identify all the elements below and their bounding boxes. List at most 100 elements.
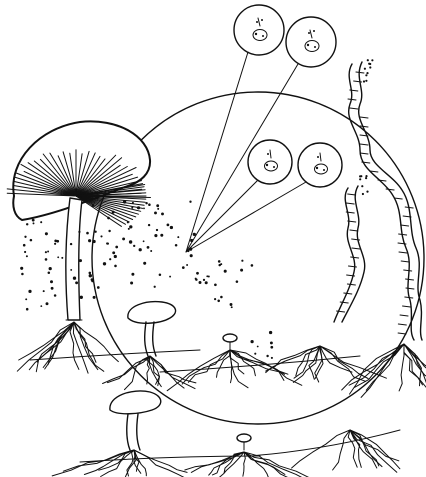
- spore-dot: [366, 191, 368, 193]
- spore-dot: [49, 267, 52, 270]
- hypha-cell-wall: [346, 203, 354, 204]
- hypha-cell-wall: [350, 230, 358, 231]
- spore-dot: [112, 251, 115, 254]
- spore-dot: [25, 298, 27, 300]
- hypha-cell-wall: [386, 189, 394, 190]
- spore-dot: [169, 276, 171, 278]
- spore-dot: [54, 243, 56, 245]
- spore-dot: [20, 267, 23, 270]
- hypha-cell-wall: [405, 207, 413, 208]
- spore-dot: [203, 279, 205, 281]
- spore-dot: [208, 276, 210, 278]
- mycelium-strand: [212, 452, 244, 475]
- spore-dot: [369, 63, 371, 65]
- spore-dot: [182, 266, 185, 269]
- spore-dot: [250, 340, 253, 343]
- tiny-button-1: [223, 334, 237, 350]
- spore-dot: [193, 233, 196, 236]
- spore-dot: [70, 243, 72, 245]
- spore-dot: [190, 239, 193, 242]
- mycelium-strand: [230, 350, 302, 385]
- hypha-cell-wall: [348, 99, 356, 100]
- spore-dot: [157, 208, 159, 210]
- spore-dot: [40, 305, 42, 307]
- spore-1: [234, 5, 284, 55]
- hypha-cell-wall: [399, 234, 407, 235]
- spore-dot: [240, 269, 243, 272]
- enlarged-spores: [234, 5, 342, 187]
- spore-dot: [51, 287, 54, 290]
- spore-dot: [109, 258, 111, 260]
- spore-dot: [129, 225, 132, 228]
- spore-dot: [220, 296, 223, 299]
- spore-dot: [127, 221, 129, 223]
- spore-dot: [32, 219, 35, 222]
- spore-dot: [359, 178, 361, 180]
- hypha-cell-wall: [398, 333, 406, 334]
- spore-dot: [86, 232, 89, 235]
- spore-dot: [205, 281, 208, 284]
- spore-dot: [254, 353, 256, 355]
- spore-dot: [115, 246, 118, 249]
- hypha-long: [349, 64, 414, 340]
- hypha-cell-wall: [401, 261, 409, 262]
- spore-dot: [80, 296, 83, 299]
- hypha-cell-wall: [400, 315, 408, 316]
- spore-dot: [103, 262, 106, 265]
- spore-dot: [45, 251, 47, 253]
- spore-dot: [131, 273, 134, 276]
- spore-dot: [43, 290, 45, 292]
- spore-dot: [365, 74, 367, 76]
- tiny-button-2: [237, 434, 251, 450]
- spore-dot: [361, 185, 363, 187]
- spore-dot: [159, 273, 162, 276]
- hypha-cell-wall: [348, 194, 356, 195]
- spore-dot: [269, 331, 272, 334]
- mycelium-strand: [350, 430, 399, 461]
- spore-dot: [108, 230, 110, 232]
- spore-3: [248, 140, 292, 184]
- spore-dot: [187, 250, 189, 252]
- mycelium-network: [17, 322, 426, 477]
- spore-dot: [143, 208, 145, 210]
- spore-dot: [78, 231, 80, 233]
- small-mushroom-2: [110, 391, 161, 450]
- spore-dot: [366, 72, 368, 74]
- spore-dot: [271, 357, 273, 359]
- spore-dot: [30, 239, 33, 242]
- spore-dot: [70, 269, 72, 271]
- spore-dot: [23, 244, 26, 247]
- spore-dot: [28, 290, 31, 293]
- spore-dot: [189, 201, 191, 203]
- spore-dot: [57, 256, 59, 258]
- spore-dot: [112, 211, 115, 214]
- spore-dot: [156, 229, 158, 231]
- spore-dot: [91, 280, 94, 283]
- spore-dot: [367, 59, 369, 61]
- mycelium-strand: [182, 350, 230, 384]
- spore-dot: [139, 248, 142, 251]
- spore-dot: [122, 237, 125, 240]
- mycelium-strand: [333, 430, 350, 470]
- spore-dot: [97, 286, 100, 289]
- spore-dot: [177, 236, 179, 238]
- spore-dot: [47, 251, 49, 253]
- spore-dot: [107, 217, 110, 220]
- spore-dot: [129, 240, 132, 243]
- hypha-cell-wall: [378, 180, 386, 181]
- spore-dot: [89, 272, 92, 275]
- spore-dot: [106, 242, 108, 244]
- spore-4: [298, 143, 342, 187]
- spore-dot: [92, 240, 95, 243]
- spore-dot: [217, 300, 220, 303]
- spore-dot: [147, 246, 150, 249]
- spore-dot: [137, 206, 140, 209]
- spore-dot: [24, 236, 26, 238]
- spore-2: [286, 17, 336, 67]
- spore-dot: [133, 245, 135, 247]
- spore-dot: [148, 224, 150, 226]
- soil-line: [250, 430, 400, 456]
- mycelium-strand: [404, 344, 426, 389]
- soil-line: [160, 356, 360, 372]
